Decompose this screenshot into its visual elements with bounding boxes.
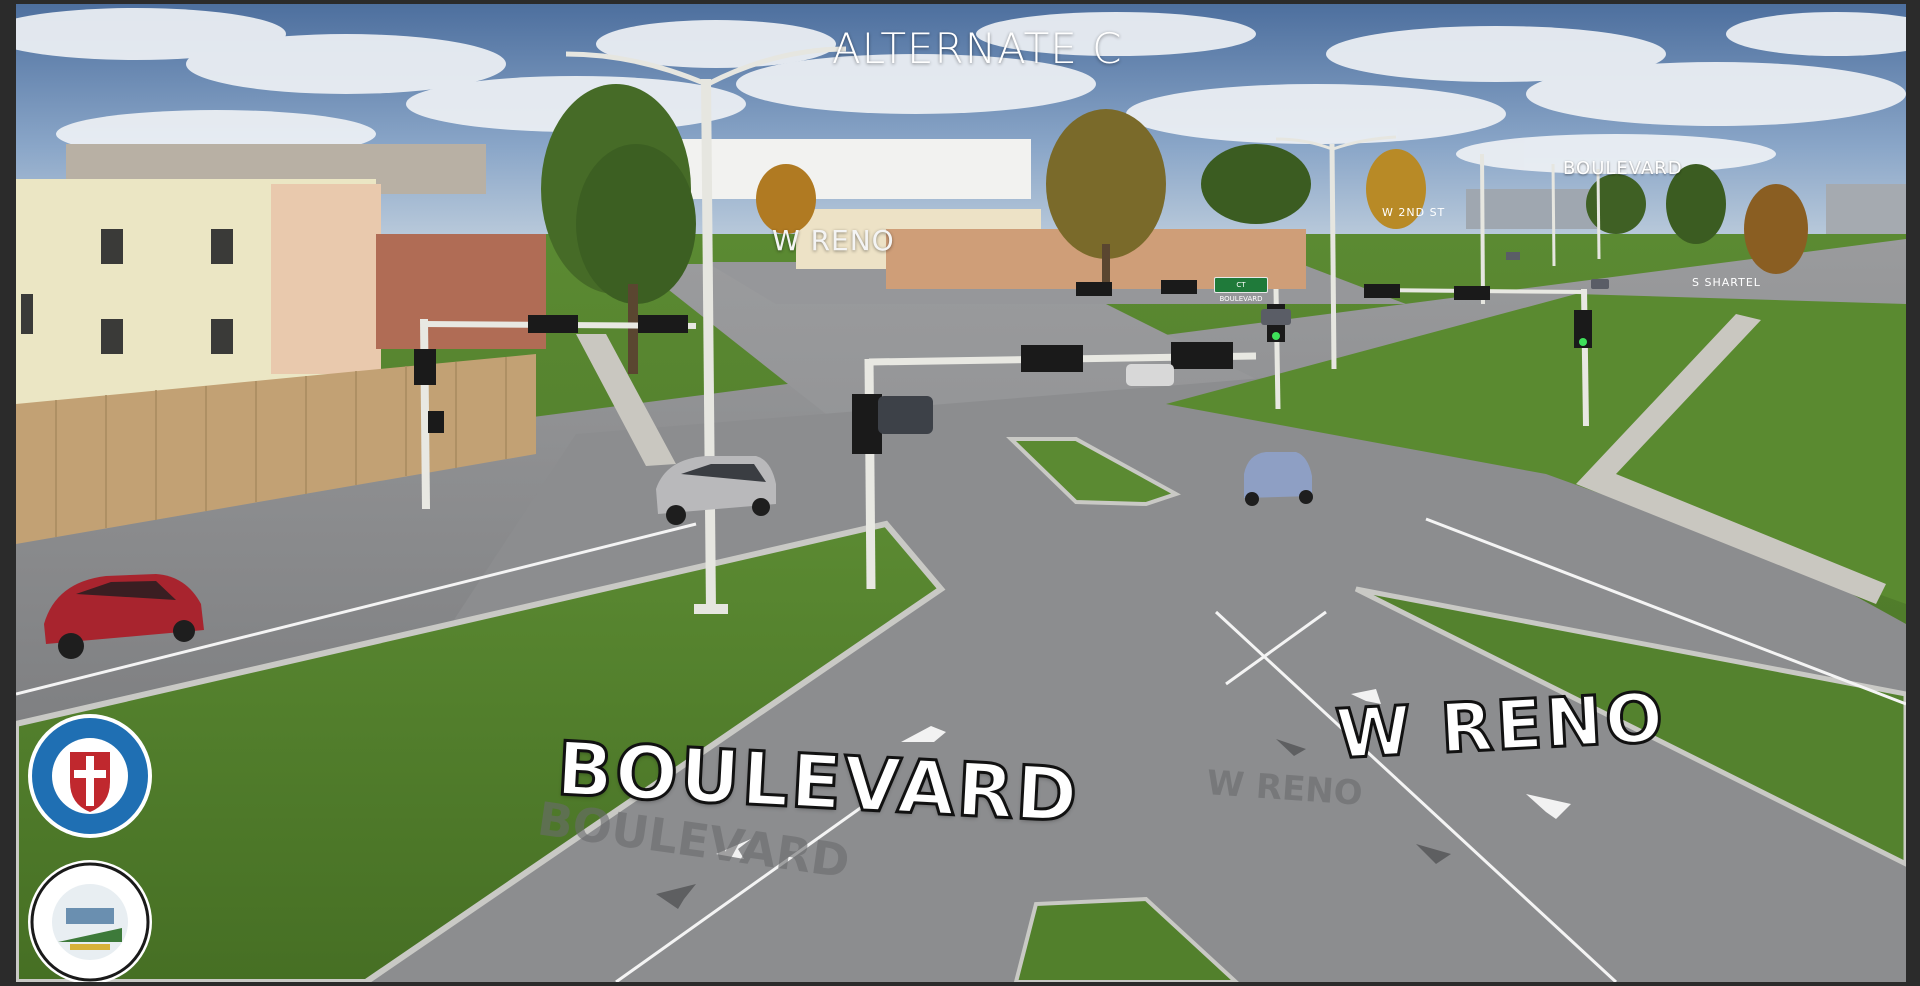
- car-dark: [878, 396, 933, 434]
- green-lights: [1272, 332, 1587, 346]
- car-blue: [1244, 452, 1313, 506]
- sidewalk-right: [1576, 314, 1886, 604]
- median-front-left: [16, 520, 946, 982]
- pavement-arrows: [716, 689, 1571, 859]
- median-center: [1006, 437, 1181, 507]
- label-w-2nd-st: W 2ND ST: [1382, 206, 1446, 219]
- alternate-title: ALTERNATE C: [832, 24, 1123, 73]
- apartment-wing: [271, 184, 381, 374]
- light-base: [694, 604, 728, 614]
- brick-building: [376, 234, 546, 349]
- distant-cars: [1261, 252, 1609, 325]
- intersection: [216, 364, 1906, 982]
- median-front-right: [1354, 586, 1906, 867]
- median-bottom: [1013, 896, 1239, 982]
- pavement-arrows-gray: [656, 739, 1451, 909]
- intersection-scene: BOULEVARD W RENO: [16, 4, 1906, 982]
- odot-seal-logo: [28, 860, 152, 982]
- label-s-shartel: S SHARTEL: [1692, 276, 1761, 289]
- street-lights: [565, 46, 1601, 613]
- traffic-signals: [414, 280, 1592, 454]
- label-boulevard-distant: BOULEVARD: [1563, 158, 1683, 179]
- sidewalk-left: [576, 334, 676, 466]
- white-arena: [681, 139, 1031, 199]
- car-red: [44, 574, 204, 659]
- lane-markings: [16, 517, 1906, 982]
- trees: [541, 84, 1808, 374]
- street-name-sign: CT BOULEVARD: [1214, 277, 1268, 303]
- label-w-reno-distant: W RENO: [772, 224, 895, 257]
- rendering-frame: BOULEVARD W RENO ALTERNATE C BOULEVARD W…: [16, 4, 1906, 982]
- city-seal-logo: [28, 714, 152, 838]
- car-silver-suv: [656, 456, 776, 525]
- fence-slats: [55, 357, 507, 537]
- car-white: [1126, 364, 1174, 386]
- apartment-windows: [21, 229, 233, 354]
